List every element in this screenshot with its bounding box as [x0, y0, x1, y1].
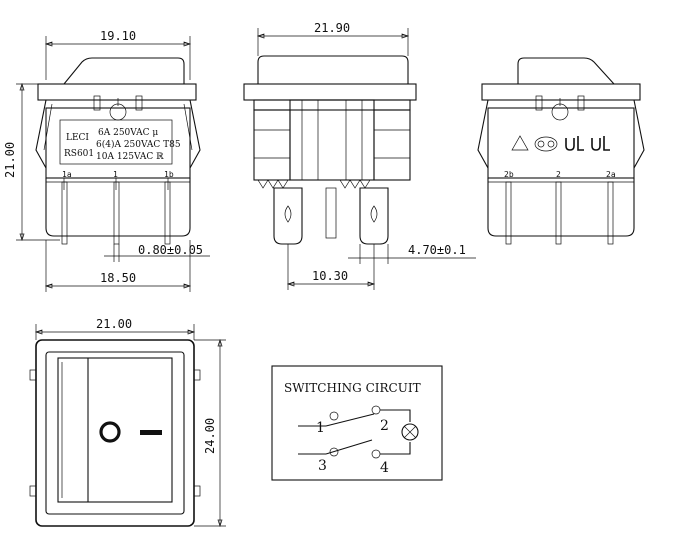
- dim-terminal-width: 4.70±0.1: [408, 243, 466, 257]
- middle-side-view: [243, 55, 417, 245]
- front-view-dimensions: 21.00 24.00: [34, 317, 226, 528]
- pin-1b: 1b: [164, 170, 174, 179]
- left-view-dimensions: 19.10 21.00 0.80±0.05 18.50: [3, 29, 210, 292]
- pin-1a: 1a: [62, 170, 72, 179]
- dim-front-height: 24.00: [203, 418, 217, 454]
- front-symbols: [99, 421, 162, 443]
- label-rating-3: 10A 125VAC ℝ: [96, 152, 164, 162]
- pin-1: 1: [113, 170, 118, 179]
- circuit-node-4: 4: [380, 460, 389, 476]
- pin-2: 2: [556, 170, 561, 179]
- circuit-node-1: 1: [316, 420, 325, 436]
- circuit-title: SWITCHING CIRCUIT: [284, 381, 421, 395]
- label-rating-1: 6A 250VAC μ: [98, 128, 158, 138]
- dim-height: 21.00: [3, 142, 17, 178]
- right-side-view: [477, 57, 645, 245]
- dim-side-width: 21.90: [314, 21, 350, 35]
- right-pin-labels: 2b 2 2a: [504, 170, 616, 179]
- dim-terminal-thickness: 0.80±0.05: [138, 243, 203, 257]
- label-brand: LECI: [66, 133, 89, 143]
- dim-front-width: 21.00: [96, 317, 132, 331]
- dim-top-width: 19.10: [100, 29, 136, 43]
- front-view: [29, 339, 201, 527]
- circuit-node-2: 2: [380, 418, 389, 434]
- left-pin-labels: 1a 1 1b: [62, 170, 174, 179]
- dim-terminal-spacing: 10.30: [312, 269, 348, 283]
- pin-2b: 2b: [504, 170, 514, 179]
- label-model: RS601: [64, 149, 94, 159]
- switching-circuit: SWITCHING CIRCUIT 1 2 3 4: [271, 365, 443, 481]
- dim-base-width: 18.50: [100, 271, 136, 285]
- left-side-view: [35, 57, 201, 245]
- pin-2a: 2a: [606, 170, 616, 179]
- certification-marks: [511, 135, 610, 152]
- off-symbol: [99, 421, 121, 443]
- label-rating-2: 6(4)A 250VAC T85: [96, 139, 181, 150]
- on-symbol: [140, 430, 162, 435]
- circuit-node-3: 3: [318, 458, 327, 474]
- side-label-text: LECI RS601 6A 250VAC μ 6(4)A 250VAC T85 …: [64, 128, 181, 162]
- middle-view-dimensions: 21.90 10.30 4.70±0.1: [256, 21, 476, 290]
